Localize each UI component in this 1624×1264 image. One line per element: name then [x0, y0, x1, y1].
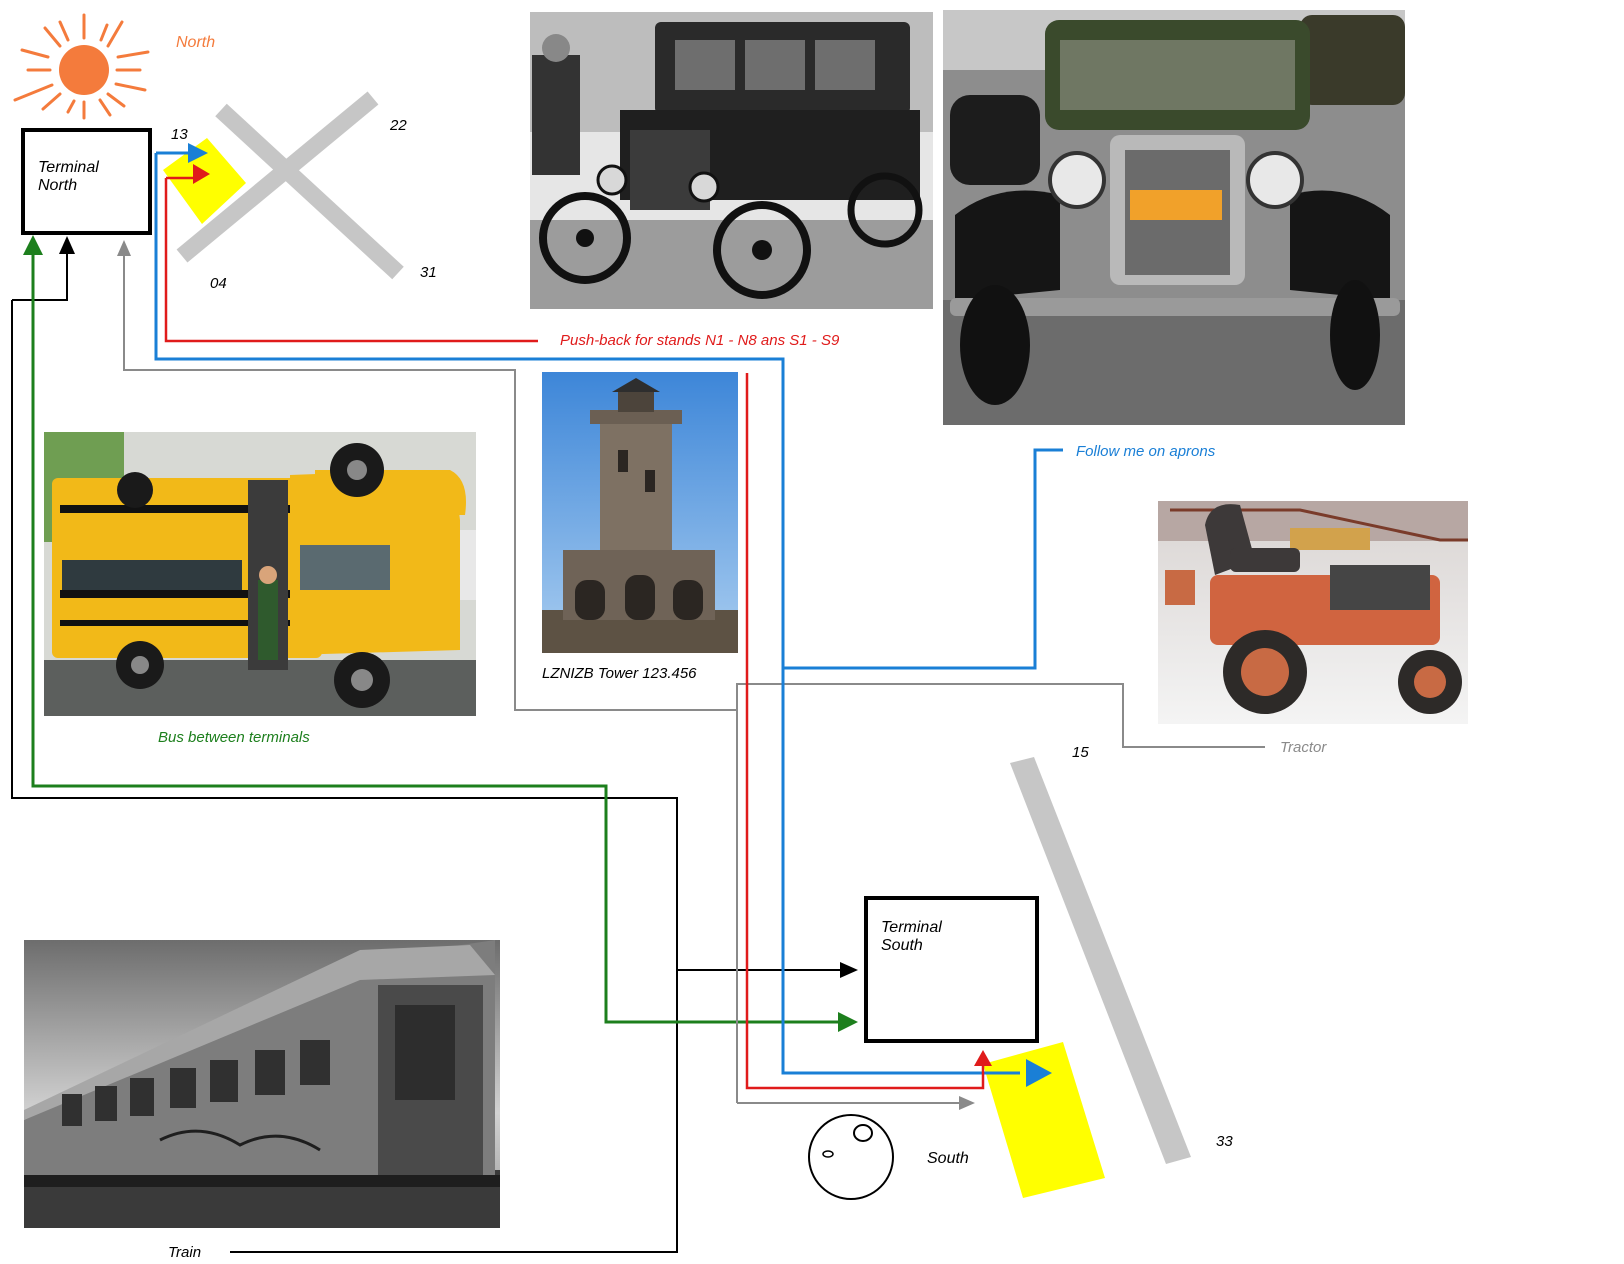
terminal-south-label-line1: Terminal — [881, 919, 942, 936]
tractor-label: Tractor — [1280, 739, 1327, 756]
pushback-route — [164, 176, 985, 1090]
follow-me-arrow-north — [188, 143, 208, 163]
runway-31-label: 31 — [420, 264, 437, 281]
terminal-north-label-line2: North — [38, 177, 77, 194]
bus-route — [31, 250, 840, 1024]
runway-04-22 — [176, 91, 379, 263]
runway-13-label: 13 — [171, 126, 188, 143]
tractor-arrow-south — [959, 1096, 975, 1110]
runway-04-label: 04 — [210, 275, 227, 292]
bus-label: Bus between terminals — [158, 729, 310, 746]
train-arrow-north — [59, 236, 75, 254]
tractor-route — [123, 252, 1265, 1104]
terminal-south-label-line2: South — [881, 937, 923, 954]
train-photo — [24, 940, 500, 1228]
north-label: North — [176, 34, 215, 51]
follow-me-route — [154, 151, 1063, 1075]
follow-me-arrow-south — [1026, 1059, 1052, 1087]
runway-15-label: 15 — [1072, 744, 1089, 761]
runway-33-label: 33 — [1216, 1133, 1233, 1150]
tractor-arrow-north — [117, 240, 131, 256]
runway-13-31 — [215, 103, 404, 280]
tower-label: LZNIZB Tower 123.456 — [542, 665, 697, 682]
runway-22-label: 22 — [389, 117, 407, 134]
apron-north — [163, 138, 246, 224]
terminal-north-box[interactable] — [21, 128, 152, 235]
train-route — [11, 248, 848, 1253]
terminal-north-label-line1: Terminal — [38, 159, 99, 176]
south-label: South — [927, 1150, 969, 1167]
follow-me-label: Follow me on aprons — [1076, 443, 1216, 460]
train-arrow-south — [840, 962, 858, 978]
moon-icon — [808, 1114, 894, 1200]
terminal-south-box[interactable] — [864, 896, 1039, 1043]
pushback-arrow-south — [974, 1050, 992, 1066]
classic-car-photo — [943, 10, 1405, 425]
tractor-photo — [1158, 501, 1468, 724]
bus-arrow-south — [838, 1012, 858, 1032]
train-label: Train — [168, 1244, 201, 1261]
pushback-arrow-north — [193, 164, 210, 184]
tower-photo — [542, 372, 738, 653]
bus-photo — [44, 432, 476, 716]
bus-arrow-north — [23, 235, 43, 255]
pushback-label: Push-back for stands N1 - N8 ans S1 - S9 — [560, 332, 840, 349]
sun-icon — [13, 13, 150, 120]
runway-15-33 — [1010, 757, 1191, 1164]
vintage-car-photo — [530, 12, 933, 309]
apron-south — [983, 1042, 1105, 1198]
